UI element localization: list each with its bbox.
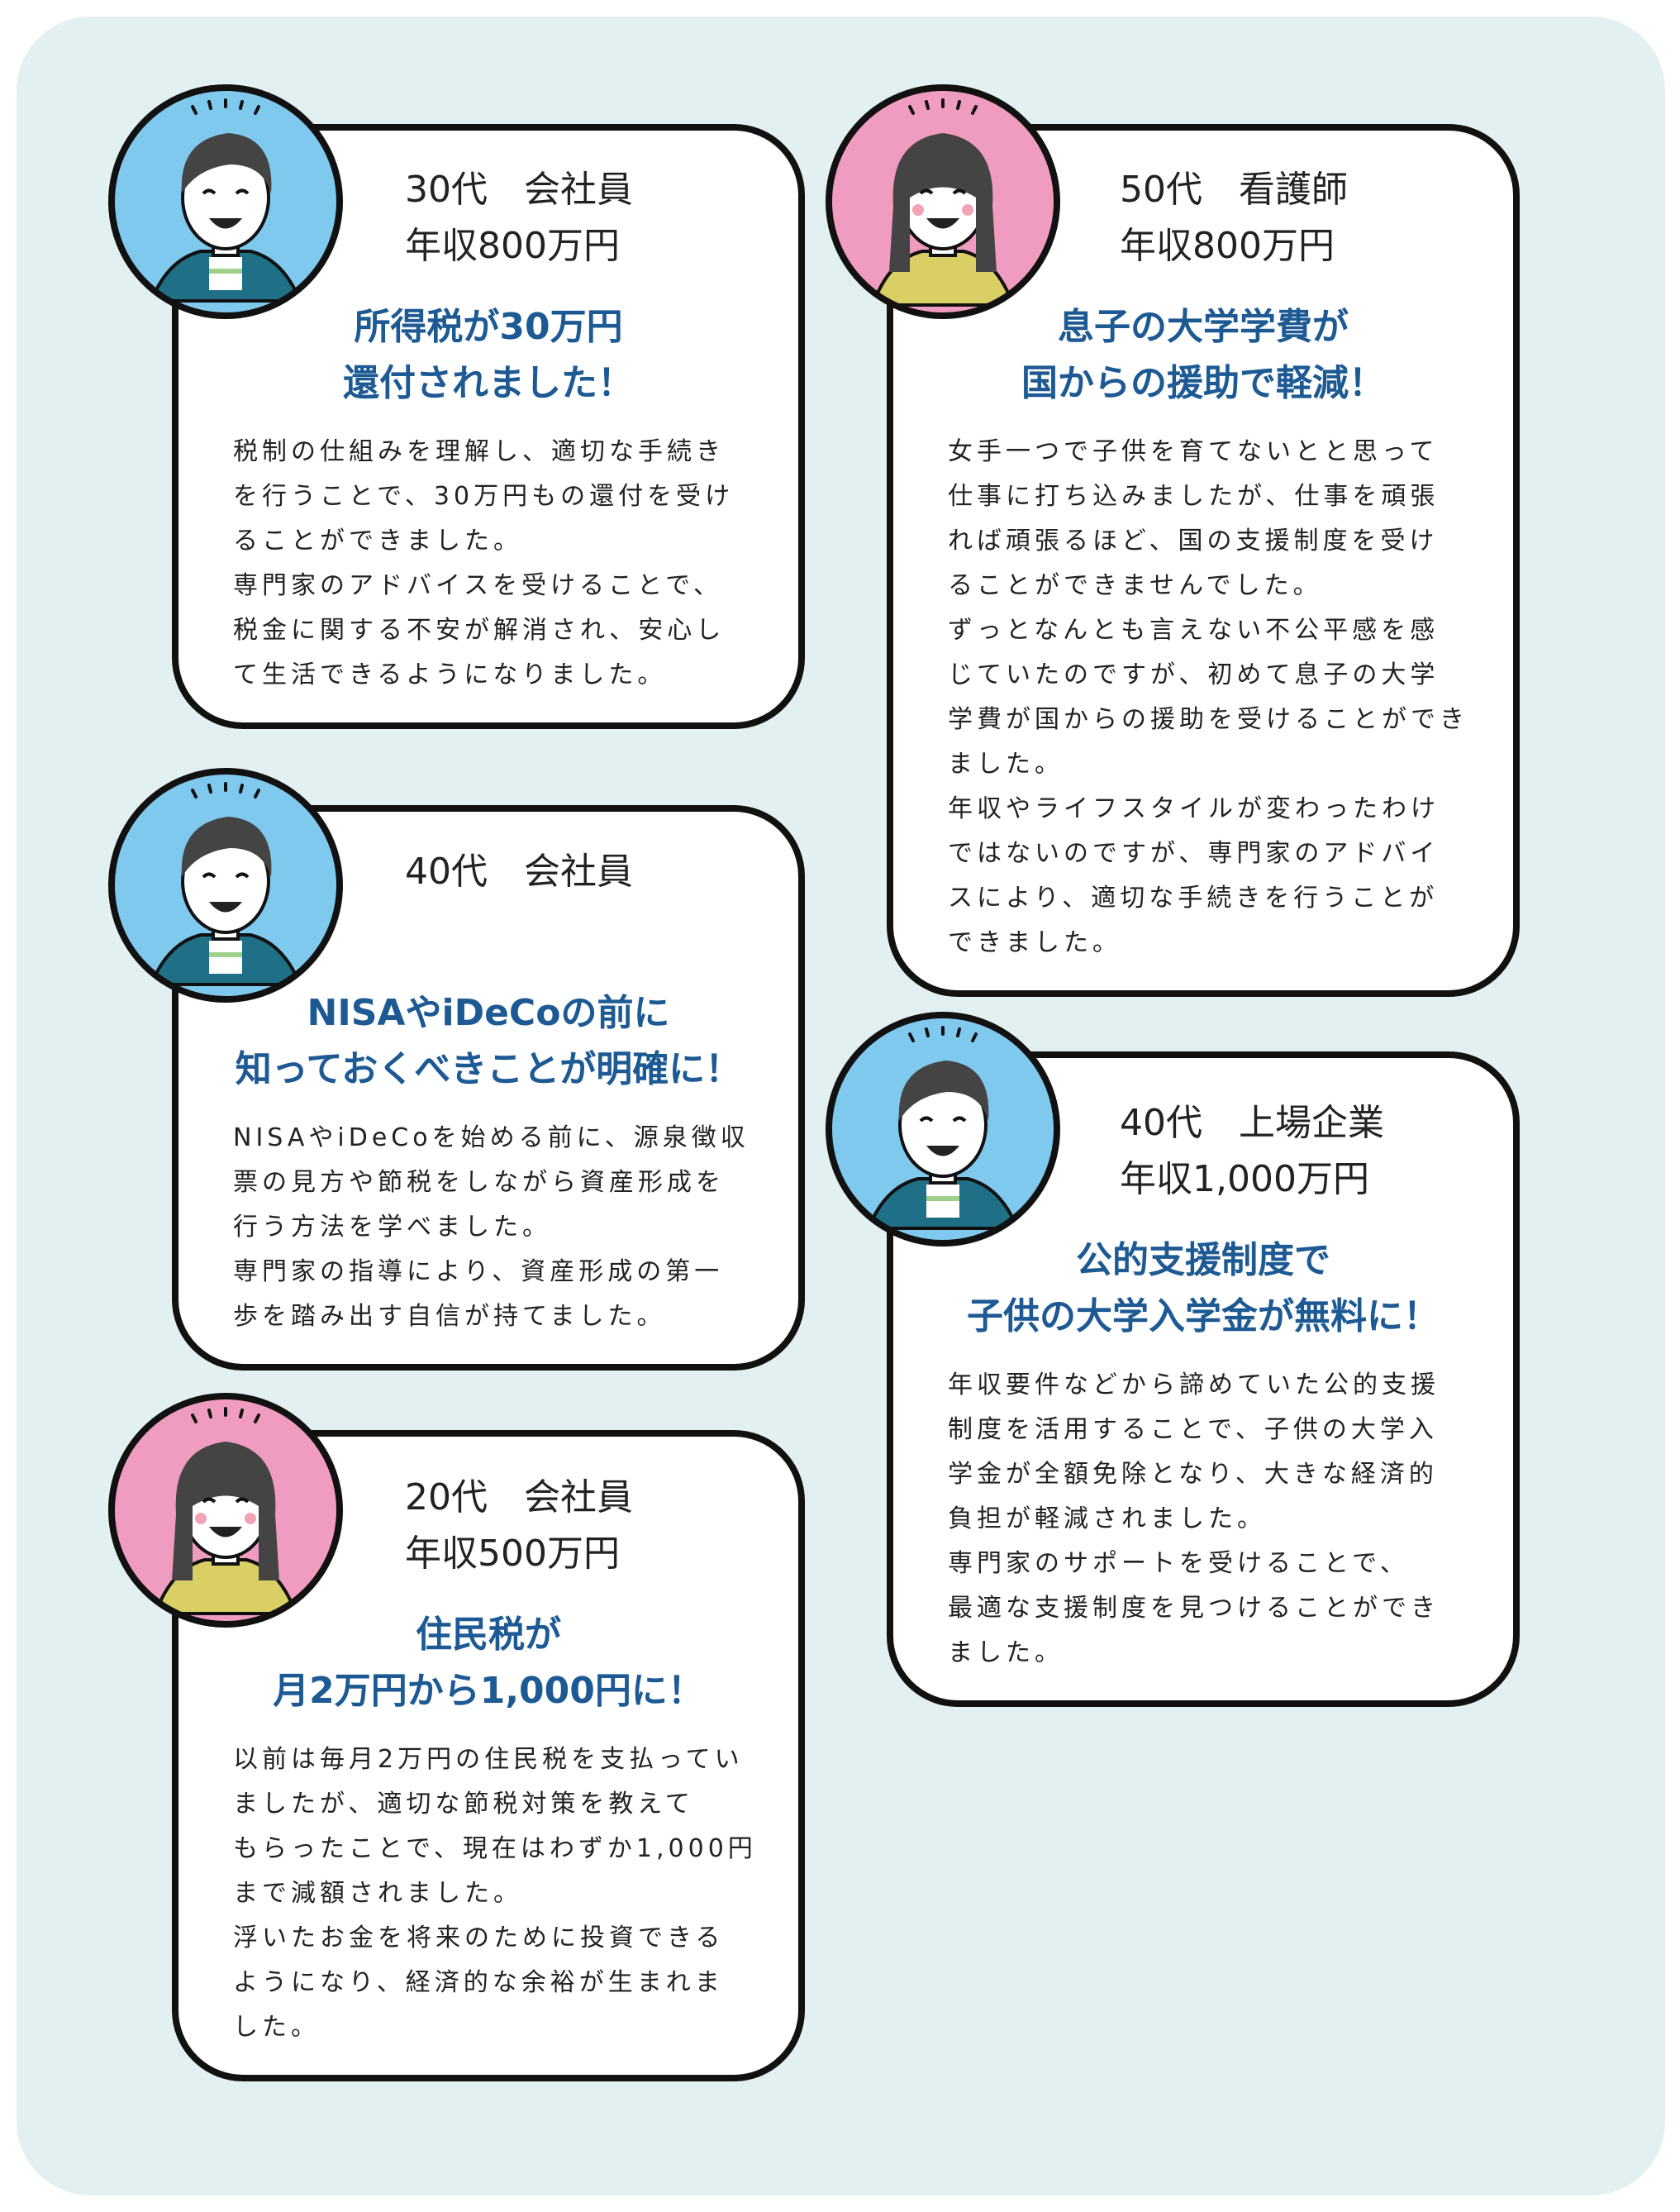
- body-line: 学金が全額免除となり、大きな経済的: [948, 1460, 1438, 1489]
- card-body: NISAやiDeCoを始める前に、源泉徴収票の見方や節税をしながら資産形成を行う…: [178, 1116, 798, 1339]
- body-line: 学費が国からの援助を受けることができ: [948, 705, 1468, 734]
- body-line: 以前は毎月2万円の住民税を支払ってい: [233, 1745, 744, 1774]
- body-line: 票の見方や節税をしながら資産形成を: [233, 1168, 725, 1197]
- body-line: もらったことで、現在はわずか1,000円: [233, 1834, 757, 1863]
- card-body: 以前は毎月2万円の住民税を支払っていましたが、適切な節税対策を教えてもらったこと…: [178, 1738, 798, 2050]
- body-line: ました。: [948, 750, 1064, 779]
- card-header: 20代 会社員年収500万円: [178, 1470, 798, 1582]
- headline-line: 知っておくべきことが明確に！: [235, 1048, 742, 1090]
- card-body: 年収要件などから諦めていた公的支援制度を活用することで、子供の大学入学金が全額免…: [893, 1363, 1513, 1676]
- headline-line: 住民税が: [416, 1614, 561, 1656]
- headline-line: 所得税が30万円: [354, 306, 623, 348]
- body-line: 税金に関する不安が解消され、安心し: [233, 616, 726, 645]
- header-line: 年収1,000万円: [1120, 1158, 1369, 1200]
- header-line: 30代 会社員: [405, 169, 633, 211]
- male-avatar-icon: [106, 765, 345, 1005]
- female-avatar-icon: [106, 1390, 345, 1630]
- header-line: 40代 上場企業: [1120, 1102, 1384, 1144]
- body-line: した。: [233, 2013, 320, 2042]
- male-avatar-icon: [823, 1009, 1063, 1249]
- headline-line: 還付されました！: [343, 362, 634, 404]
- body-line: 行う方法を学べました。: [233, 1213, 551, 1242]
- body-line: NISAやiDeCoを始める前に、源泉徴収: [233, 1123, 750, 1152]
- body-line: ずっとなんとも言えない不公平感を感: [948, 616, 1440, 645]
- card-header: 50代 看護師年収800万円: [893, 162, 1513, 274]
- card-header: 30代 会社員年収800万円: [178, 162, 798, 274]
- body-line: まで減額されました。: [233, 1879, 522, 1908]
- body-line: 仕事に打ち込みましたが、仕事を頑張: [948, 482, 1440, 511]
- headline-line: 息子の大学学費が: [1058, 306, 1349, 348]
- body-line: て生活できるようになりました。: [233, 660, 667, 689]
- body-line: ではないのですが、専門家のアドバイ: [948, 839, 1440, 868]
- body-line: スにより、適切な手続きを行うことが: [948, 884, 1439, 913]
- header-line: 50代 看護師: [1120, 169, 1348, 211]
- card-headline: 所得税が30万円還付されました！: [178, 299, 798, 412]
- body-line: 専門家のサポートを受けることで、: [948, 1549, 1409, 1578]
- body-line: を行うことで、30万円もの還付を受け: [233, 482, 735, 511]
- male-avatar-icon: [106, 82, 345, 322]
- female-avatar-icon: [823, 82, 1063, 322]
- card-headline: 住民税が月2万円から1,000円に！: [178, 1607, 798, 1719]
- header-line: 年収800万円: [1120, 225, 1335, 267]
- header-line: 年収500万円: [405, 1533, 620, 1575]
- testimonial-card: 20代 会社員年収500万円住民税が月2万円から1,000円に！ 以前は毎月2万円…: [172, 1430, 805, 2081]
- body-line: できました。: [948, 928, 1121, 957]
- body-line: 専門家のアドバイスを受けることで、: [233, 571, 722, 600]
- body-line: 税制の仕組みを理解し、適切な手続き: [233, 437, 725, 466]
- card-headline: NISAやiDeCoの前に知っておくべきことが明確に！: [178, 985, 798, 1098]
- headline-line: 公的支援制度で: [1076, 1239, 1330, 1281]
- body-line: ましたが、適切な節税対策を教えて: [233, 1790, 694, 1819]
- headline-line: 国からの援助で軽減！: [1021, 362, 1385, 404]
- body-line: れば頑張るほど、国の支援制度を受け: [948, 527, 1439, 555]
- body-line: ることができました。: [233, 527, 522, 555]
- body-line: 最適な支援制度を見つけることができ: [948, 1594, 1440, 1623]
- body-line: 制度を活用することで、子供の大学入: [948, 1415, 1438, 1444]
- body-line: じていたのですが、初めて息子の大学: [948, 660, 1440, 689]
- card-headline: 公的支援制度で子供の大学入学金が無料に！: [893, 1232, 1513, 1345]
- body-line: 専門家の指導により、資産形成の第一: [233, 1257, 724, 1286]
- card-body: 税制の仕組みを理解し、適切な手続きを行うことで、30万円もの還付を受けることがで…: [178, 430, 798, 698]
- headline-line: 子供の大学入学金が無料に！: [967, 1295, 1440, 1337]
- body-line: 年収要件などから諦めていた公的支援: [948, 1371, 1440, 1399]
- body-line: 浮いたお金を将来のために投資できる: [233, 1924, 725, 1952]
- card-header: 40代 上場企業年収1,000万円: [893, 1095, 1513, 1208]
- headline-line: 月2万円から1,000円に！: [273, 1670, 704, 1712]
- header-line: 年収800万円: [405, 225, 620, 267]
- header-line: 40代 会社員: [405, 851, 633, 893]
- testimonial-card: 40代 上場企業年収1,000万円公的支援制度で子供の大学入学金が無料に！ 年収要…: [887, 1051, 1520, 1707]
- body-line: ました。: [948, 1638, 1064, 1667]
- header-line: 20代 会社員: [405, 1476, 633, 1518]
- body-line: 女手一つで子供を育てないとと思って: [948, 437, 1439, 466]
- body-line: ようになり、経済的な余裕が生まれま: [233, 1968, 724, 1997]
- body-line: 年収やライフスタイルが変わったわけ: [948, 794, 1440, 823]
- card-header: 40代 会社員: [178, 844, 798, 900]
- headline-line: NISAやiDeCoの前に: [307, 992, 670, 1034]
- card-body: 女手一つで子供を育てないとと思って仕事に打ち込みましたが、仕事を頑張れば頑張るほ…: [893, 430, 1513, 965]
- body-line: 負担が軽減されました。: [948, 1504, 1266, 1533]
- body-line: ることができませんでした。: [948, 571, 1322, 600]
- card-headline: 息子の大学学費が国からの援助で軽減！: [893, 299, 1513, 412]
- testimonial-card: 50代 看護師年収800万円息子の大学学費が国からの援助で軽減！女手一つで子供を…: [887, 124, 1520, 997]
- body-line: 歩を踏み出す自信が持てました。: [233, 1302, 666, 1331]
